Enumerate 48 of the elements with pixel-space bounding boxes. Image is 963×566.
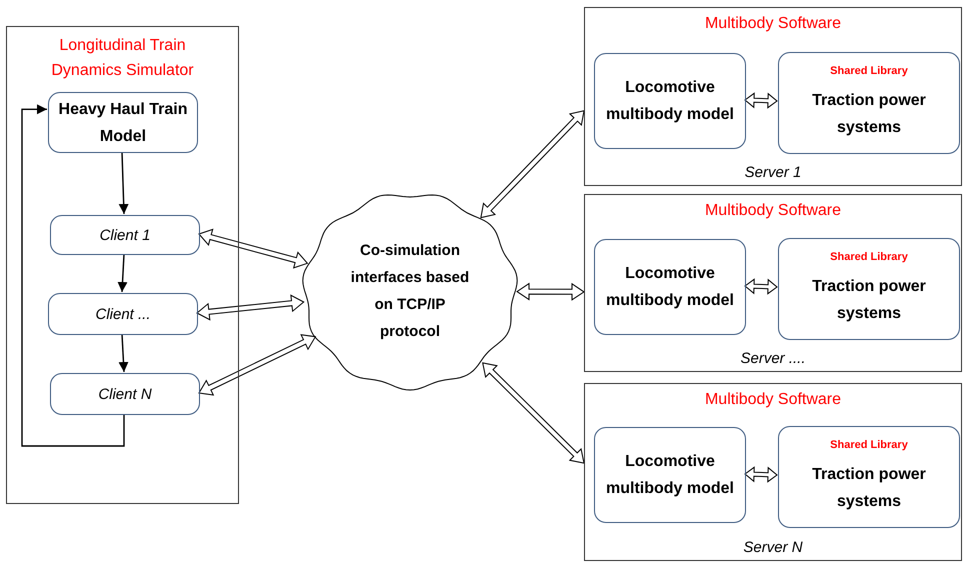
double-arrow	[482, 362, 585, 464]
box-label: Locomotive multibody model	[605, 264, 735, 311]
box-label: Traction power systems	[811, 91, 927, 138]
process-box	[48, 92, 198, 153]
server-panel	[584, 7, 962, 186]
double-arrow	[516, 282, 585, 301]
panel-title: Multibody Software	[704, 390, 842, 410]
box-label: Traction power systems	[811, 465, 927, 512]
client-box	[48, 293, 198, 335]
arrow	[118, 152, 129, 214]
panel-title: Longitudinal Train Dynamics Simulator	[50, 36, 195, 81]
library-label: Shared Library	[830, 439, 908, 451]
process-box	[594, 53, 746, 149]
server-label: Server 1	[744, 164, 802, 181]
arrow	[118, 334, 128, 372]
panel-title: Multibody Software	[704, 201, 842, 221]
server-label: Server N	[742, 539, 804, 556]
library-label: Shared Library	[830, 65, 908, 77]
double-arrow	[198, 228, 308, 269]
arrow	[21, 104, 125, 447]
panel-title: Multibody Software	[704, 14, 842, 34]
library-box	[778, 426, 960, 528]
server-panel	[584, 383, 962, 561]
cloud-label: Co-simulation interfaces based on TCP/IP protocol	[350, 241, 470, 342]
box-label: Locomotive multibody model	[605, 78, 735, 125]
server-label: Server ....	[739, 350, 807, 367]
double-arrow	[196, 294, 305, 321]
double-arrow	[744, 278, 778, 295]
box-label: Client ...	[95, 306, 151, 322]
double-arrow	[480, 110, 585, 218]
library-box	[778, 52, 960, 154]
box-label: Client 1	[100, 226, 150, 244]
box-label: Traction power systems	[811, 277, 927, 324]
arrow	[118, 254, 128, 292]
box-label: Locomotive multibody model	[605, 452, 735, 499]
process-box	[594, 239, 746, 335]
process-box	[594, 427, 746, 523]
server-panel	[584, 194, 962, 372]
library-box	[778, 238, 960, 340]
library-label: Shared Library	[830, 251, 908, 263]
double-arrow	[744, 92, 778, 109]
box-label: Heavy Haul Train Model	[58, 100, 188, 146]
client-box	[50, 373, 200, 415]
double-arrow	[198, 334, 316, 396]
simulator-panel	[6, 26, 239, 504]
double-arrow	[744, 466, 778, 483]
client-box	[50, 215, 200, 255]
box-label: Client N	[98, 386, 152, 402]
